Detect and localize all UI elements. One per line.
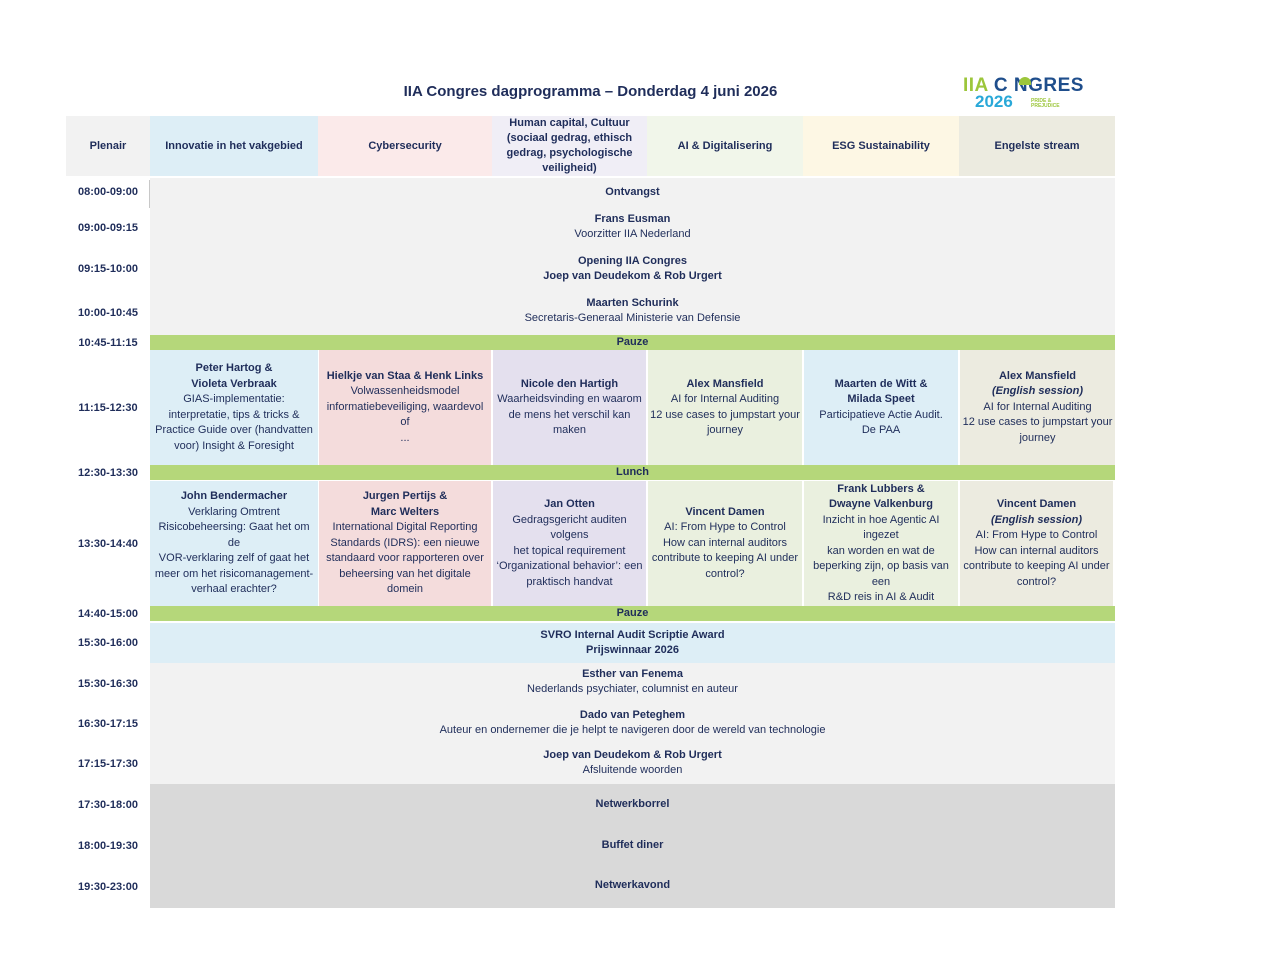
netwerkborrel: Netwerkborrel bbox=[595, 797, 670, 810]
session-esg-1: Maarten de Witt &Milada Speet Participat… bbox=[804, 350, 958, 465]
pauze-bar-2: Pauze bbox=[150, 606, 1115, 621]
session-cyber-2: Jurgen Pertijs &Marc Welters Internation… bbox=[319, 481, 491, 606]
session-engels-1: Alex Mansfield(English session) AI for I… bbox=[960, 350, 1115, 465]
time-slot: 16:30-17:15 bbox=[78, 718, 138, 730]
session-cyber-1: Hielkje van Staa & Henk Links Volwassenh… bbox=[319, 350, 491, 465]
session-engels-2: Vincent Damen(English session) AI: From … bbox=[960, 481, 1113, 606]
iia-congres-logo: IIA C NGRES 2026 PRIDE & PREJUDICE bbox=[963, 75, 1084, 111]
time-slot: 12:30-13:30 bbox=[78, 467, 138, 479]
time-slot: 14:40-15:00 bbox=[78, 608, 138, 620]
netwerkavond: Netwerkavond bbox=[594, 878, 671, 891]
plenary-morning-block bbox=[150, 178, 1115, 335]
plenary-afternoon-block bbox=[150, 663, 1115, 784]
time-slot: 19:30-23:00 bbox=[78, 881, 138, 893]
header-esg: ESG Sustainability bbox=[803, 116, 959, 176]
header-engels: Engelste stream bbox=[959, 116, 1115, 176]
buffet-diner: Buffet diner bbox=[601, 838, 664, 851]
time-slot: 13:30-14:40 bbox=[78, 538, 138, 550]
time-slot: 10:00-10:45 bbox=[78, 307, 138, 319]
time-slot: 15:30-16:30 bbox=[78, 678, 138, 690]
time-slot: 10:45-11:15 bbox=[78, 337, 138, 349]
session-human-2: Jan Otten Gedragsgericht auditen volgens… bbox=[493, 481, 646, 606]
time-slot: 17:30-18:00 bbox=[78, 799, 138, 811]
session-human-1: Nicole den Hartigh Waarheidsvinding en w… bbox=[493, 350, 646, 465]
plenary-divider bbox=[149, 180, 150, 208]
session-esg-2: Frank Lubbers &Dwayne Valkenburg Inzicht… bbox=[804, 481, 958, 606]
ontvangst-row: Ontvangst bbox=[605, 185, 660, 198]
time-slot: 09:00-09:15 bbox=[78, 222, 138, 234]
globe-icon bbox=[1019, 77, 1031, 85]
time-slot: 17:15-17:30 bbox=[78, 758, 138, 770]
time-slot: 18:00-19:30 bbox=[78, 840, 138, 852]
header-human-capital: Human capital, Cultuur (sociaal gedrag, … bbox=[492, 116, 647, 176]
header-ai: AI & Digitalisering bbox=[647, 116, 803, 176]
time-slot: 08:00-09:00 bbox=[78, 186, 138, 198]
page-title: IIA Congres dagprogramma – Donderdag 4 j… bbox=[403, 83, 778, 100]
pauze-bar: Pauze bbox=[150, 335, 1115, 350]
header-cybersecurity: Cybersecurity bbox=[318, 116, 492, 176]
header-innovatie: Innovatie in het vakgebied bbox=[150, 116, 318, 176]
time-slot: 11:15-12:30 bbox=[78, 402, 138, 414]
time-slot: 15:30-16:00 bbox=[78, 637, 138, 649]
time-slot: 09:15-10:00 bbox=[78, 263, 138, 275]
session-innovatie-1: Peter Hartog &Violeta Verbraak GIAS-impl… bbox=[150, 350, 318, 465]
evening-block bbox=[150, 784, 1115, 908]
lunch-bar: Lunch bbox=[150, 465, 1115, 480]
header-plenair: Plenair bbox=[66, 116, 150, 176]
